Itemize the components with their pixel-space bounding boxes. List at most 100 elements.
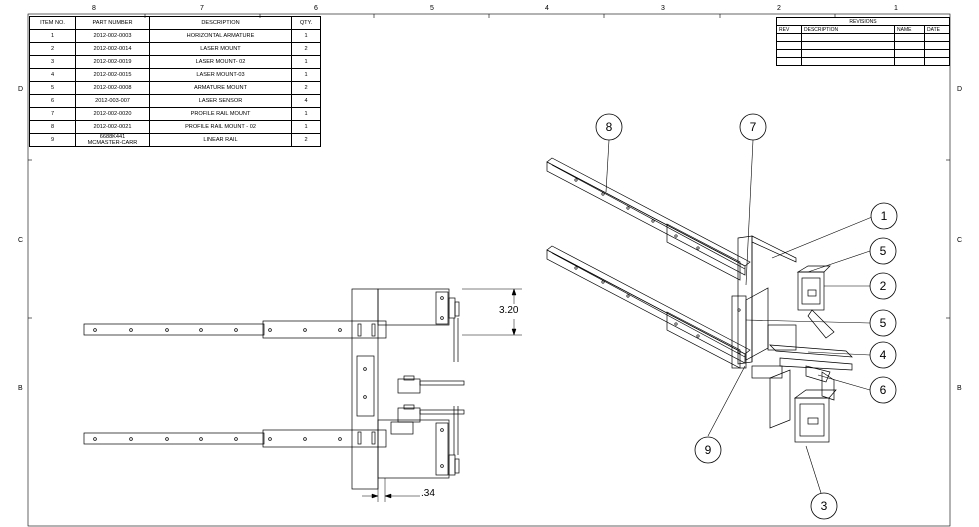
zone-label: 6 — [314, 5, 318, 12]
bom-header-row: ITEM NO. PART NUMBER DESCRIPTION QTY. — [29, 16, 321, 30]
revisions-title-row: REVISIONS — [776, 17, 950, 26]
armature-mount — [356, 355, 375, 417]
bom-qty: 4 — [291, 94, 321, 108]
bom-part-line: 6688K441 — [99, 134, 126, 140]
balloon-8 — [694, 436, 722, 464]
dimension-height: 3.20 — [499, 305, 519, 316]
lower-rail — [83, 432, 265, 445]
zone-label: B — [957, 385, 962, 392]
balloon-label: 8 — [606, 120, 613, 134]
bom-item: 9 — [29, 133, 76, 147]
revisions-header: REV — [776, 25, 802, 34]
bom-qty: 2 — [291, 81, 321, 95]
balloon-3 — [810, 492, 838, 520]
bom-part: 2012-002-0014 — [75, 42, 150, 56]
revisions-header: NAME — [894, 25, 925, 34]
top-view — [83, 288, 465, 490]
balloons — [595, 113, 898, 520]
bom-part: 2012-002-0019 — [75, 55, 150, 69]
bom-qty: 1 — [291, 29, 321, 43]
bom-item: 5 — [29, 81, 76, 95]
bom-desc: LASER SENSOR — [149, 94, 292, 108]
bom-row: 9 6688K441 MCMASTER-CARR LINEAR RAIL 2 — [29, 133, 321, 147]
isometric-view — [546, 157, 853, 443]
revisions-row — [776, 49, 950, 58]
bom-qty: 1 — [291, 55, 321, 69]
revisions-row — [776, 41, 950, 50]
upper-rail — [83, 323, 265, 336]
revisions-title: REVISIONS — [776, 17, 950, 26]
balloon-5 — [869, 237, 897, 265]
balloon-label: 5 — [880, 244, 887, 258]
bom-part: 2012-002-0003 — [75, 29, 150, 43]
bom-part-line: MCMASTER-CARR — [87, 140, 138, 146]
zone-label: B — [18, 385, 23, 392]
balloon-label: 4 — [880, 348, 887, 362]
bom-item: 7 — [29, 107, 76, 121]
bom-part: 2012-002-0015 — [75, 68, 150, 82]
bom-part: 2012-002-0021 — [75, 120, 150, 134]
bom-row: 1 2012-002-0003 HORIZONTAL ARMATURE 1 — [29, 29, 321, 43]
balloon-1 — [870, 202, 898, 230]
balloon-label: 7 — [750, 120, 757, 134]
bom-part: 2012-002-0020 — [75, 107, 150, 121]
balloon-4 — [869, 341, 897, 369]
leader-lines — [605, 139, 873, 494]
bom-desc: LINEAR RAIL — [149, 133, 292, 147]
dimension-lines — [362, 288, 522, 502]
bom-row: 7 2012-002-0020 PROFILE RAIL MOUNT 1 — [29, 107, 321, 121]
zone-label: 7 — [200, 5, 204, 12]
zone-label: 5 — [430, 5, 434, 12]
bom-qty: 1 — [291, 107, 321, 121]
balloon-label: 1 — [881, 209, 888, 223]
balloon-label: 5 — [880, 316, 887, 330]
balloon-5 — [869, 309, 897, 337]
bom-desc: LASER MOUNT- 02 — [149, 55, 292, 69]
upper-rail-carriage — [262, 320, 387, 339]
balloon-label: 6 — [880, 383, 887, 397]
bom-part: 6688K441 MCMASTER-CARR — [75, 133, 150, 147]
zone-label: 4 — [545, 5, 549, 12]
balloon-6 — [869, 376, 897, 404]
revisions-table: REVISIONS REV DESCRIPTION NAME DATE — [776, 17, 950, 66]
revisions-row — [776, 33, 950, 42]
bom-header: QTY. — [291, 16, 321, 30]
balloon-label: 3 — [821, 499, 828, 513]
bom-row: 8 2012-002-0021 PROFILE RAIL MOUNT - 02 … — [29, 120, 321, 134]
profile-rail-mount-02 — [377, 419, 450, 479]
profile-rail-mount — [377, 288, 450, 326]
armature-outline — [351, 288, 379, 490]
balloon-label: 2 — [880, 279, 887, 293]
bom-item: 1 — [29, 29, 76, 43]
bom-qty: 2 — [291, 133, 321, 147]
bom-desc: PROFILE RAIL MOUNT - 02 — [149, 120, 292, 134]
iso-lower-rail — [546, 245, 751, 364]
laser-mount — [397, 378, 421, 394]
zone-label: 2 — [777, 5, 781, 12]
bom-header: ITEM NO. — [29, 16, 76, 30]
revisions-row — [776, 57, 950, 66]
iso-lower-carriage — [666, 311, 741, 369]
bill-of-materials: ITEM NO. PART NUMBER DESCRIPTION QTY. 1 … — [29, 16, 321, 147]
zone-label: 8 — [92, 5, 96, 12]
bom-item: 2 — [29, 42, 76, 56]
balloon-2 — [869, 272, 897, 300]
bom-row: 2 2012-002-0014 LASER MOUNT 2 — [29, 42, 321, 56]
revisions-header-row: REV DESCRIPTION NAME DATE — [776, 25, 950, 34]
iso-upper-rail — [546, 157, 751, 276]
zone-label: 3 — [661, 5, 665, 12]
bom-part: 2012-003-007 — [75, 94, 150, 108]
bom-part: 2012-002-0008 — [75, 81, 150, 95]
bom-row: 5 2012-002-0008 ARMATURE MOUNT 2 — [29, 81, 321, 95]
lower-rail-carriage — [262, 429, 387, 448]
bom-item: 3 — [29, 55, 76, 69]
balloon-7 — [739, 113, 767, 141]
balloon-label: 9 — [705, 443, 712, 457]
bom-desc: ARMATURE MOUNT — [149, 81, 292, 95]
bom-item: 4 — [29, 68, 76, 82]
balloon-numbers: 8 7 1 5 2 5 4 6 9 3 — [606, 120, 888, 513]
bom-qty: 1 — [291, 120, 321, 134]
iso-upper-carriage — [666, 223, 741, 281]
zone-label: D — [957, 86, 963, 93]
